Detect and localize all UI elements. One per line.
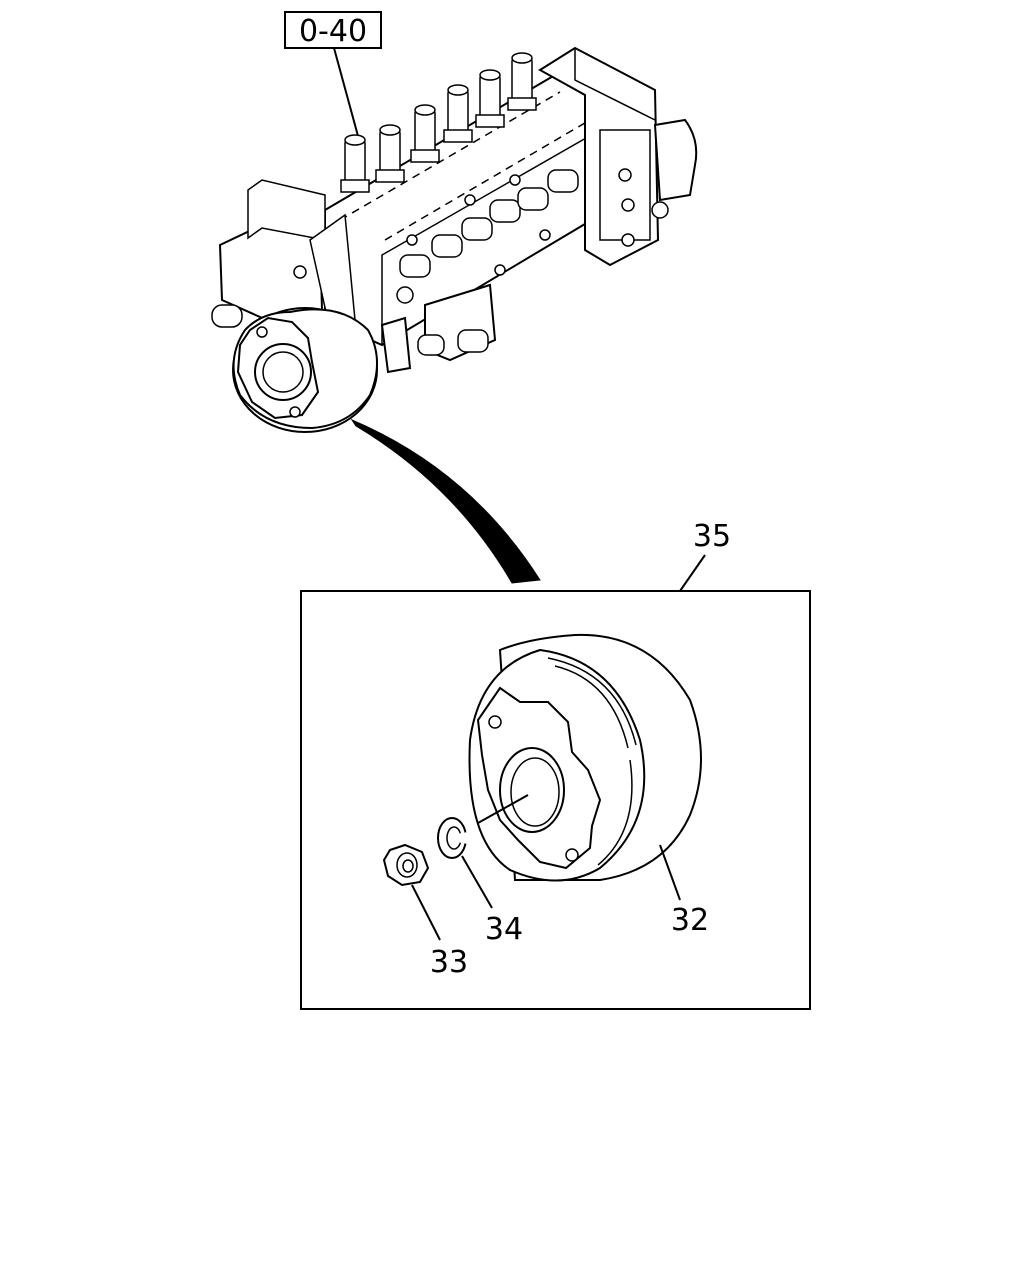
callout-35-leader xyxy=(679,554,706,592)
detail-pointer-arrow xyxy=(350,418,541,584)
callout-32[interactable]: 32 xyxy=(671,903,709,938)
delivery-valves xyxy=(340,52,537,193)
governor-bolt-3 xyxy=(621,233,635,247)
cover-bore xyxy=(499,747,565,833)
cover-bolt-hole xyxy=(488,715,502,729)
callout-35[interactable]: 35 xyxy=(693,519,731,554)
washer-split xyxy=(456,832,468,844)
part-32-cover xyxy=(468,633,702,882)
bore-axis-line xyxy=(477,794,529,824)
detail-frame xyxy=(300,590,811,1010)
callout-34[interactable]: 34 xyxy=(485,912,523,947)
body-fittings xyxy=(396,169,579,304)
cover-rim-line xyxy=(547,657,637,746)
callout-33-leader xyxy=(411,884,441,941)
governor-housing-edge xyxy=(574,48,656,121)
callout-32-leader xyxy=(659,844,681,901)
pump-body-dashed-edge-2 xyxy=(384,119,591,241)
injection-pump-drawing xyxy=(211,46,698,433)
governor-bolt-4 xyxy=(651,201,669,219)
part-34-washer xyxy=(437,817,468,859)
governor-bolt-2 xyxy=(621,198,635,212)
mounting-foot xyxy=(380,316,412,374)
governor-bolt xyxy=(618,168,632,182)
pump-body-dashed-edge xyxy=(339,91,561,221)
feed-pump-fitting xyxy=(457,329,489,353)
reference-tag[interactable]: 0-40 xyxy=(284,11,382,49)
callout-34-leader xyxy=(461,855,493,909)
cover-bolt-hole-2 xyxy=(565,848,579,862)
reference-tag-frame xyxy=(284,11,382,49)
cover-bore-inner xyxy=(510,757,560,827)
reference-tag-label: 0-40 xyxy=(299,14,367,49)
feed-pump-fitting-2 xyxy=(417,334,445,356)
pump-timer-cover xyxy=(232,307,379,433)
governor-plate xyxy=(599,129,651,241)
part-33-nut xyxy=(382,843,430,887)
control-box-plug xyxy=(211,304,243,328)
callout-33[interactable]: 33 xyxy=(430,945,468,980)
cover-rim-line-2 xyxy=(554,665,629,749)
governor-rear-cap xyxy=(653,118,698,202)
nut-hole xyxy=(402,859,414,873)
control-box-bolt xyxy=(293,265,307,279)
pump-body-face-edge xyxy=(381,129,601,345)
cover-rim-line-3 xyxy=(597,759,633,866)
